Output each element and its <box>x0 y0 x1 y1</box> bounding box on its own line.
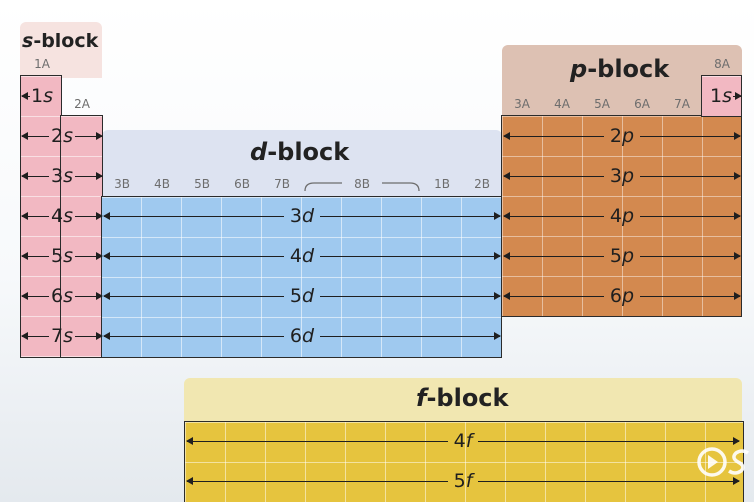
group-label-4B: 4B <box>154 177 170 191</box>
d-row-4d: 4d <box>103 236 501 276</box>
s-row-1s: 1s <box>21 76 62 116</box>
group-label-6A: 6A <box>634 97 650 111</box>
p-row-6p: 6p <box>503 276 741 316</box>
group-label-1A: 1A <box>34 57 50 71</box>
d-block-grid <box>101 196 502 358</box>
f-row-4f: 4f <box>186 421 740 461</box>
group-label-5A: 5A <box>594 97 610 111</box>
s-row-3s: 3s <box>21 156 103 196</box>
s-row-7s: 7s <box>21 316 103 356</box>
s-block-grid-group2 <box>60 115 103 358</box>
group-label-8B: 8B <box>354 177 370 191</box>
watermark-logo-icon <box>697 447 749 477</box>
p-row-5p: 5p <box>503 236 741 276</box>
p-row-3p: 3p <box>503 156 741 196</box>
s-row-4s: 4s <box>21 196 103 236</box>
f-row-5f: 5f <box>186 461 740 501</box>
group-label-3B: 3B <box>114 177 130 191</box>
group-label-7B: 7B <box>274 177 290 191</box>
group-label-3A: 3A <box>514 97 530 111</box>
p-block-title: p-block <box>570 55 670 83</box>
d-block-title: d-block <box>250 138 350 166</box>
f-block-grid <box>184 421 744 502</box>
p-row-2p: 2p <box>503 116 741 156</box>
f-block-header-bg <box>184 378 742 422</box>
d-block-header-bg <box>102 130 502 198</box>
group-label-5B: 5B <box>194 177 210 191</box>
group-label-2B: 2B <box>474 177 490 191</box>
group-label-1B: 1B <box>434 177 450 191</box>
f-block-title: f-block <box>416 384 509 412</box>
s-block-title: s-block <box>22 30 99 52</box>
group-label-8A: 8A <box>714 57 730 71</box>
s-row-6s: 6s <box>21 276 103 316</box>
group-8B-bracket <box>304 182 420 192</box>
p-row-1s-helium: 1s <box>701 76 742 116</box>
p-row-4p: 4p <box>503 196 741 236</box>
group-label-2A: 2A <box>74 97 90 111</box>
d-row-6d: 6d <box>103 316 501 356</box>
group-label-6B: 6B <box>234 177 250 191</box>
s-block-header-bg <box>20 22 102 78</box>
group-label-7A: 7A <box>674 97 690 111</box>
d-row-3d: 3d <box>103 196 501 236</box>
d-row-5d: 5d <box>103 276 501 316</box>
s-row-2s: 2s <box>21 116 103 156</box>
s-row-5s: 5s <box>21 236 103 276</box>
group-label-4A: 4A <box>554 97 570 111</box>
